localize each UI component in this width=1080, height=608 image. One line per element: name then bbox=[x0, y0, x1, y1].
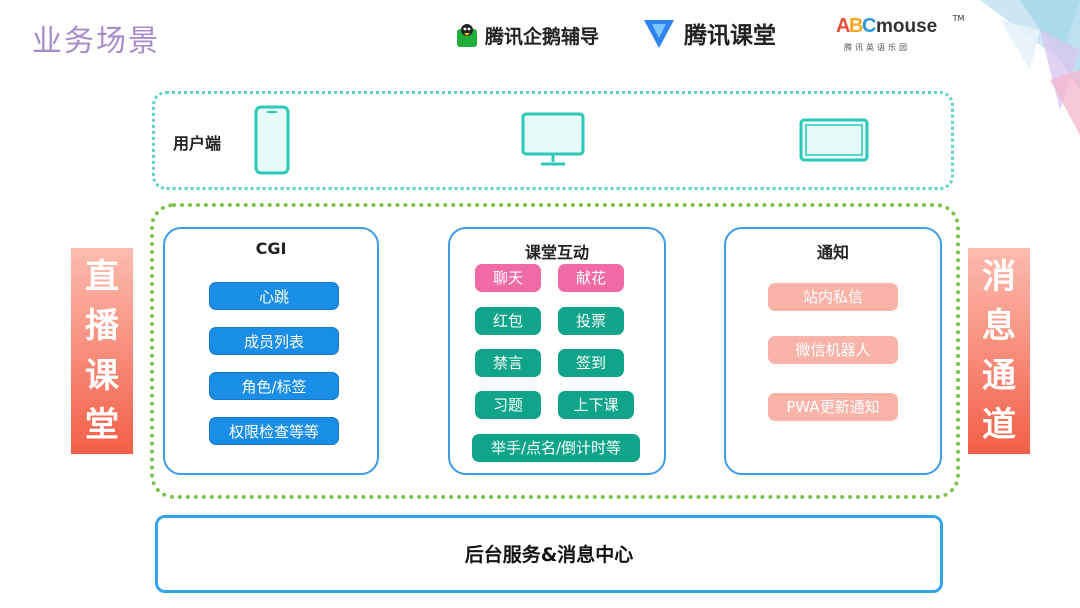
svg-text:C: C bbox=[862, 15, 876, 36]
backend-service-box: 后台服务&消息中心 bbox=[155, 515, 943, 593]
banner-char: 直 bbox=[85, 256, 119, 297]
notice-item[interactable]: PWA更新通知 bbox=[768, 393, 898, 421]
interaction-item[interactable]: 上下课 bbox=[558, 391, 634, 419]
tablet-icon bbox=[799, 118, 869, 162]
page-title: 业务场景 bbox=[32, 24, 160, 59]
play-shield-icon bbox=[644, 20, 674, 48]
message-channel-banner: 消 息 通 道 bbox=[968, 248, 1030, 454]
cgi-panel-title: CGI bbox=[255, 239, 287, 258]
banner-char: 息 bbox=[982, 306, 1016, 347]
tencent-qie-logo: 腾讯企鹅辅导 bbox=[455, 22, 599, 49]
notice-item[interactable]: 站内私信 bbox=[768, 283, 898, 311]
monitor-icon bbox=[521, 112, 585, 166]
interaction-item[interactable]: 聊天 bbox=[475, 264, 541, 292]
banner-char: 消 bbox=[982, 256, 1016, 297]
cgi-item[interactable]: 角色/标签 bbox=[209, 372, 339, 400]
phone-icon bbox=[254, 105, 290, 175]
interaction-item[interactable]: 签到 bbox=[558, 349, 624, 377]
cgi-item[interactable]: 权限检查等等 bbox=[209, 417, 339, 445]
svg-text:mouse: mouse bbox=[876, 16, 937, 36]
abcmouse-logo: A B C mouse TM 腾讯英语乐园 bbox=[836, 14, 964, 53]
user-terminal-box: 用户端 bbox=[152, 91, 954, 190]
interaction-panel-title: 课堂互动 bbox=[524, 243, 589, 262]
banner-char: 课 bbox=[85, 355, 119, 396]
svg-text:A: A bbox=[836, 15, 850, 36]
interaction-item[interactable]: 习题 bbox=[475, 391, 541, 419]
corner-triangles-decoration bbox=[980, 0, 1080, 135]
banner-char: 堂 bbox=[85, 405, 119, 446]
live-classroom-container bbox=[150, 203, 960, 499]
tencent-ke-logo: 腾讯课堂 bbox=[640, 16, 776, 50]
interaction-panel: 课堂互动 聊天 献花 红包 投票 禁言 签到 习题 上下课 举手/点名/倒计时等 bbox=[448, 227, 666, 475]
abcmouse-wordmark: A B C mouse bbox=[836, 15, 937, 37]
backend-service-label: 后台服务&消息中心 bbox=[464, 544, 634, 566]
svg-text:B: B bbox=[849, 15, 863, 36]
cgi-panel: CGI 心跳 成员列表 角色/标签 权限检查等等 bbox=[163, 227, 379, 475]
notice-item[interactable]: 微信机器人 bbox=[768, 336, 898, 364]
interaction-item[interactable]: 献花 bbox=[558, 264, 624, 292]
cgi-item[interactable]: 心跳 bbox=[209, 282, 339, 310]
ke-logo-text: 腾讯课堂 bbox=[684, 23, 776, 49]
notice-panel: 通知 站内私信 微信机器人 PWA更新通知 bbox=[724, 227, 942, 475]
banner-char: 通 bbox=[982, 355, 1016, 396]
interaction-item[interactable]: 举手/点名/倒计时等 bbox=[472, 434, 640, 462]
user-terminal-label: 用户端 bbox=[173, 134, 222, 153]
cgi-item[interactable]: 成员列表 bbox=[209, 327, 339, 355]
penguin-icon bbox=[457, 23, 477, 47]
live-classroom-banner: 直 播 课 堂 bbox=[71, 248, 133, 454]
interaction-item[interactable]: 投票 bbox=[558, 307, 624, 335]
banner-char: 道 bbox=[982, 405, 1016, 446]
abc-logo-text: A B C mouse bbox=[836, 15, 953, 41]
qie-logo-text: 腾讯企鹅辅导 bbox=[485, 26, 600, 48]
banner-char: 播 bbox=[85, 306, 119, 347]
interaction-item[interactable]: 禁言 bbox=[475, 349, 541, 377]
interaction-item[interactable]: 红包 bbox=[475, 307, 541, 335]
abc-trademark: TM bbox=[952, 14, 965, 23]
abc-logo-subtitle: 腾讯英语乐园 bbox=[844, 43, 910, 52]
notice-panel-title: 通知 bbox=[816, 243, 849, 262]
